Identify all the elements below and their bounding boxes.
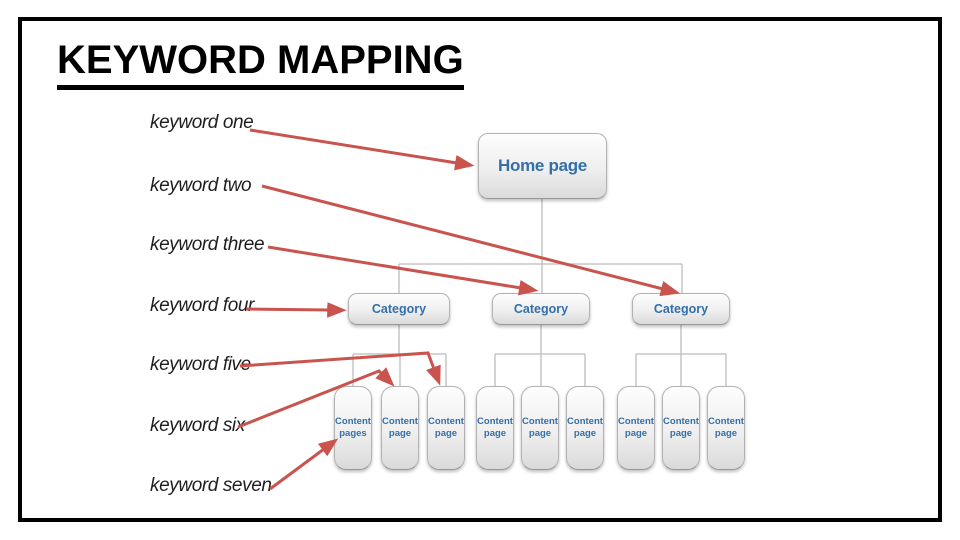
content-page-node-1-1: Content pages [334,386,372,470]
keyword-arrow-3-to-category-2 [267,245,539,296]
keyword-label-4: keyword four [150,295,254,316]
keyword-arrow-1-to-home-page [249,128,475,171]
keyword-label-6: keyword six [150,415,245,436]
content-page-node-3-1: Content page [617,386,655,470]
keyword-arrow-4-to-category-1 [245,302,347,318]
keyword-label-3: keyword three [150,234,265,255]
keyword-label-7: keyword seven [150,475,272,496]
content-page-node-2-1: Content page [476,386,514,470]
category-node-1: Category [348,293,450,325]
keyword-arrow-7-to-category-1-content-pages-1 [269,438,339,491]
content-page-node-1-2: Content page [381,386,419,470]
keyword-label-2: keyword two [150,175,252,196]
category-node-3: Category [632,293,730,325]
page-title: KEYWORD MAPPING [57,38,464,90]
keyword-arrow-2-to-category-3 [261,184,681,297]
content-page-node-2-2: Content page [521,386,559,470]
keyword-label-1: keyword one [150,112,254,133]
content-page-node-3-3: Content page [707,386,745,470]
content-page-node-1-3: Content page [427,386,465,470]
keyword-label-5: keyword five [150,354,251,375]
home-page-node: Home page [478,133,607,199]
keyword-arrow-6-to-category-1-content-page-2 [237,367,395,429]
content-page-node-3-2: Content page [662,386,700,470]
category-node-2: Category [492,293,590,325]
content-page-node-2-3: Content page [566,386,604,470]
keyword-arrow-5-to-category-1-content-page-3 [239,351,441,386]
